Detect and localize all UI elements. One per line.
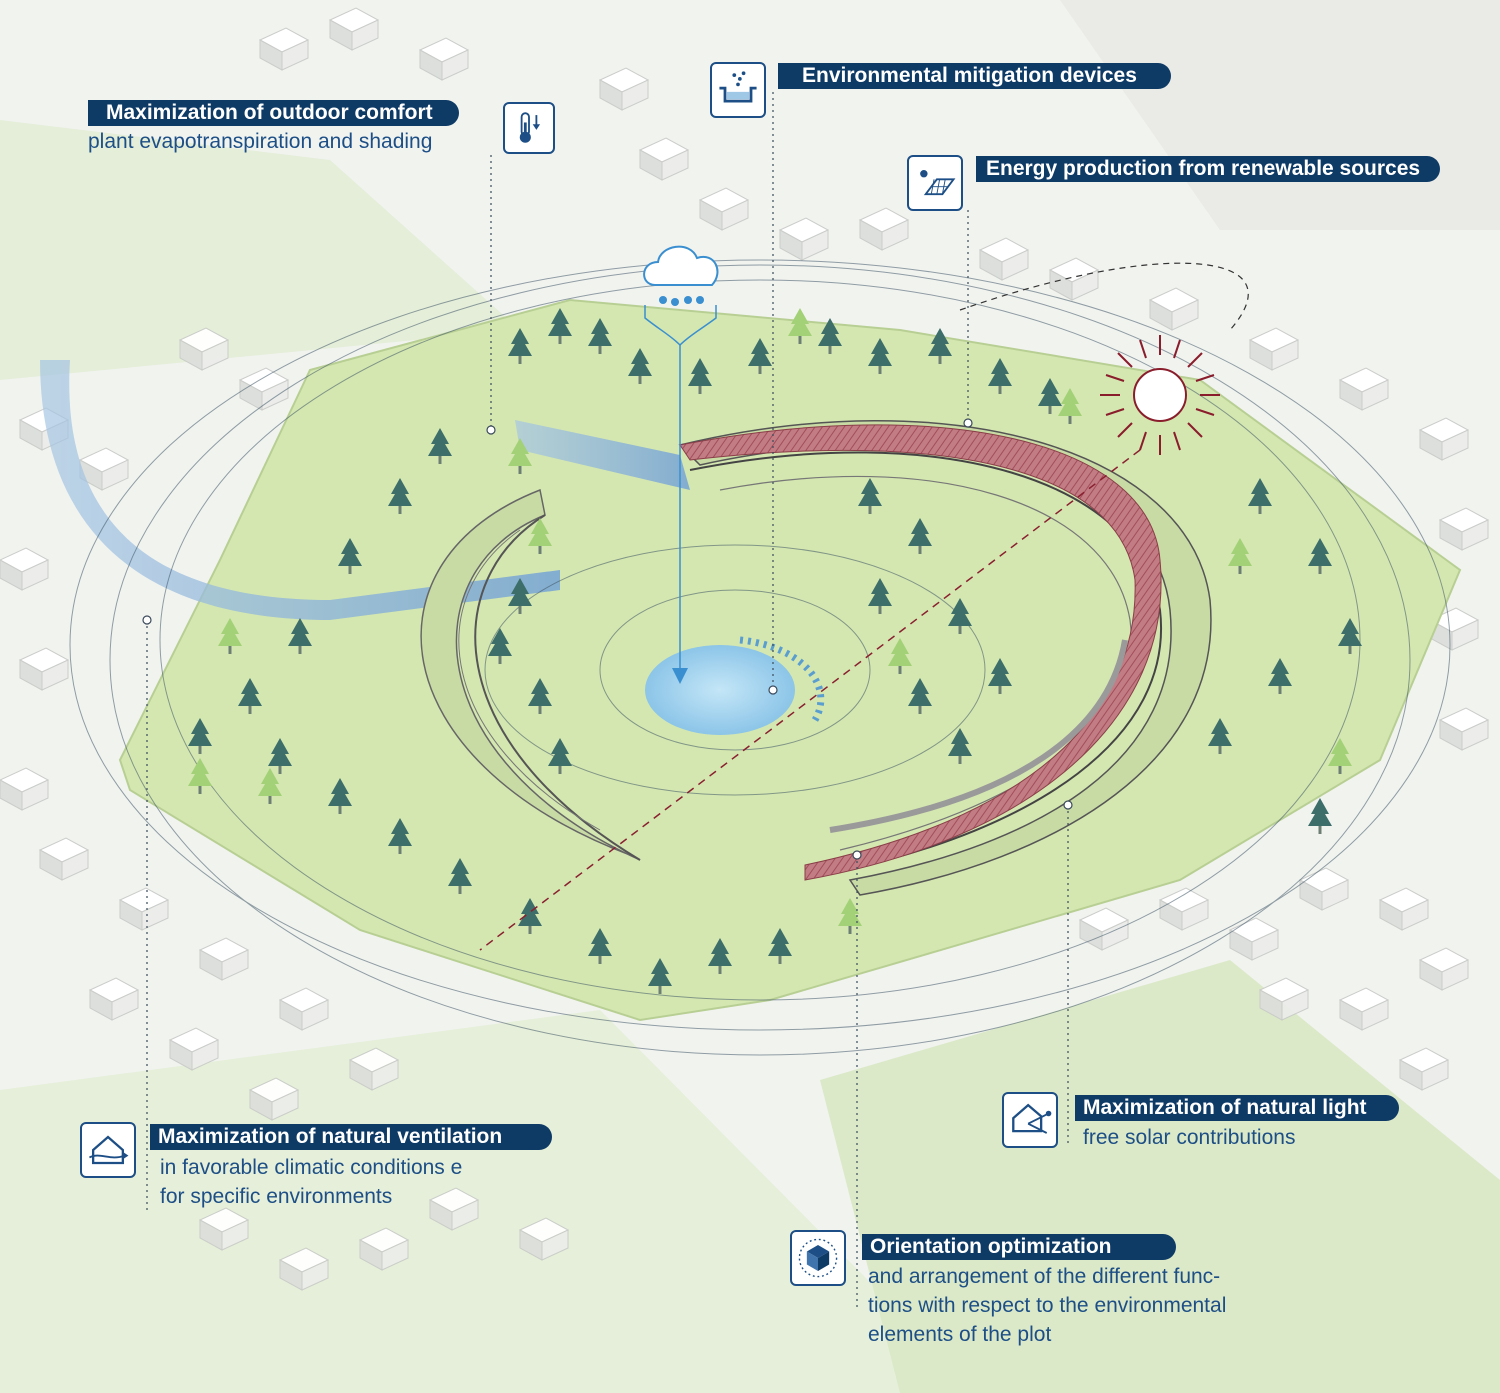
house-light-icon [1002,1092,1058,1148]
callout-mitigation: Environmental mitigation devices [778,63,1171,89]
orientation-title: Orientation optimization [862,1234,1176,1260]
orientation-line-3: elements of the plot [868,1323,1052,1346]
house-ventilation-icon [80,1122,136,1178]
orientation-line-1: and arrangement of the different func- [868,1265,1221,1288]
water-basin-icon [710,62,766,118]
callout-natural-light: Maximization of natural light free solar… [1075,1095,1399,1152]
wind-flow-west [40,360,560,620]
ventilation-title: Maximization of natural ventilation [150,1124,553,1150]
callout-orientation: Orientation optimization and arrangement… [862,1234,1226,1349]
natural-light-subtitle: free solar contributions [1083,1126,1296,1149]
outdoor-comfort-subtitle: plant evapotranspiration and shading [88,130,433,153]
east-spiral-buildings [678,419,1212,896]
energy-title: Energy production from renewable sources [976,156,1441,182]
orientation-line-2: tions with respect to the environmental [868,1294,1227,1317]
callout-outdoor-comfort: Maximization of outdoor comfort plant ev… [88,100,459,156]
compass-cube-icon [790,1230,846,1286]
ventilation-line-2: for specific environments [160,1185,393,1208]
outdoor-comfort-title: Maximization of outdoor comfort [88,100,459,126]
thermometer-icon [503,102,555,154]
callout-energy: Energy production from renewable sources [976,156,1441,182]
west-crescent-building [420,488,641,861]
wind-flow-north [515,420,690,490]
natural-light-title: Maximization of natural light [1075,1095,1399,1121]
rain-cloud-icon [643,245,719,684]
sun-icon [1100,335,1220,455]
pond [645,645,795,735]
ventilation-line-1: in favorable climatic conditions e [160,1156,463,1179]
mitigation-title: Environmental mitigation devices [778,63,1171,89]
callout-ventilation: Maximization of natural ventilation in f… [150,1124,553,1211]
solar-panel-icon [907,155,963,211]
